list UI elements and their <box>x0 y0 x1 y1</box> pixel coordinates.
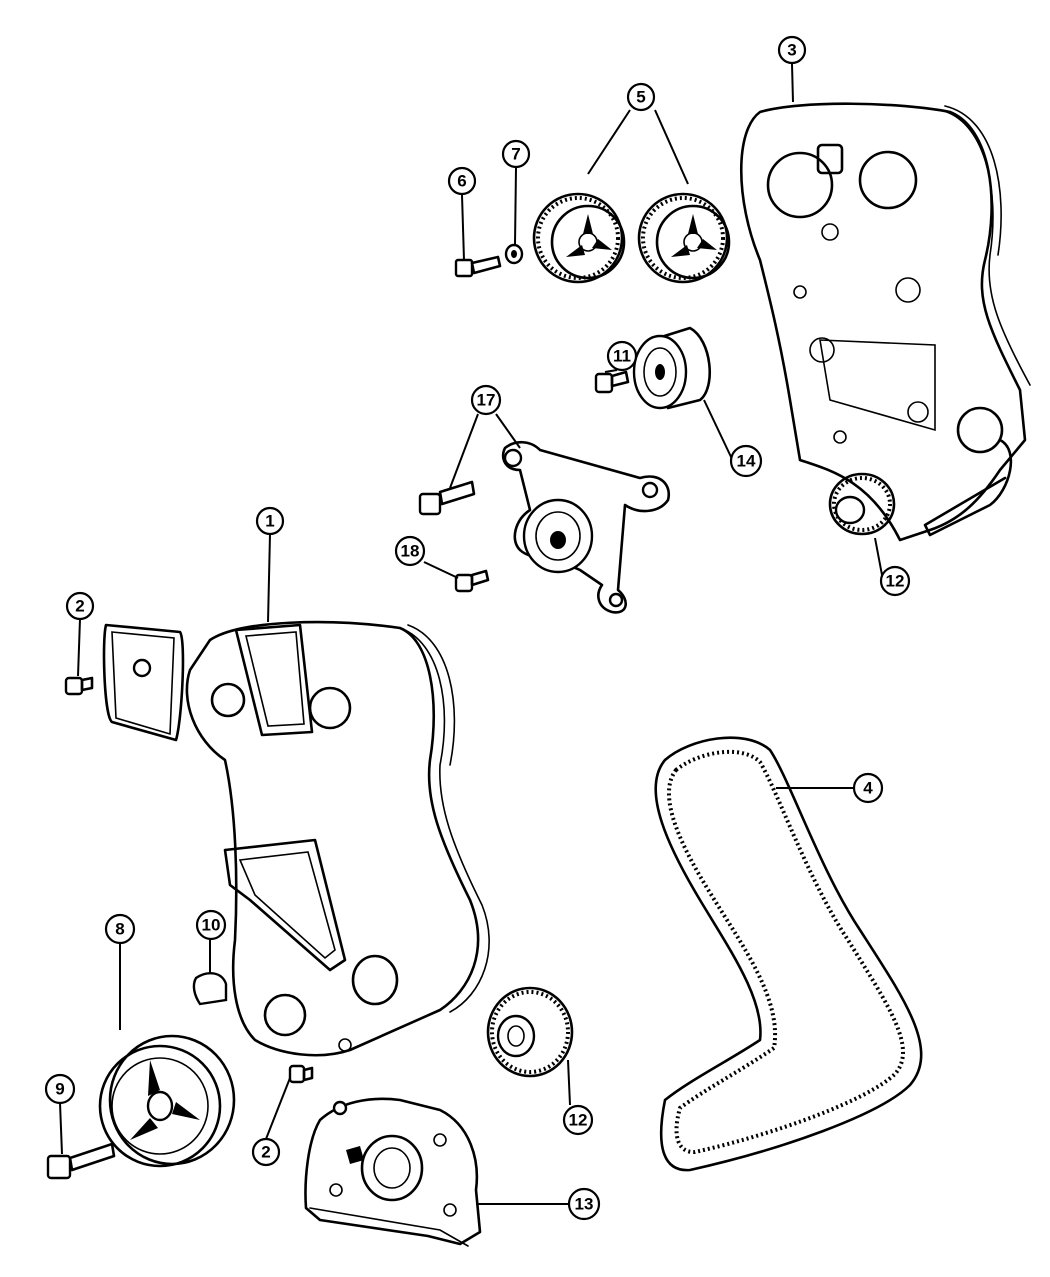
leader-lines <box>59 63 883 1205</box>
svg-text:12: 12 <box>569 1111 588 1130</box>
svg-text:17: 17 <box>477 391 496 410</box>
svg-text:5: 5 <box>636 88 645 107</box>
svg-text:18: 18 <box>401 542 420 561</box>
callout-2-lower: 2 <box>251 1137 281 1167</box>
svg-text:13: 13 <box>575 1195 594 1214</box>
front-timing-cover <box>185 620 490 1057</box>
callout-10: 10 <box>195 909 227 941</box>
camshaft-sprocket-left <box>532 192 626 284</box>
damper-bolt <box>46 1142 116 1180</box>
callout-6: 6 <box>447 166 477 196</box>
callout-13: 13 <box>567 1187 601 1221</box>
callout-7: 7 <box>501 139 531 169</box>
belt-tensioner-assembly <box>501 440 671 614</box>
cover-screw-upper <box>64 676 94 696</box>
svg-text:4: 4 <box>863 779 873 798</box>
callout-2-upper: 2 <box>65 591 95 621</box>
svg-text:7: 7 <box>511 145 520 164</box>
tensioner-pivot-bolt <box>454 569 490 593</box>
camshaft-sprocket-bolt <box>454 255 502 278</box>
svg-text:6: 6 <box>457 172 466 191</box>
svg-text:9: 9 <box>55 1080 64 1099</box>
crankshaft-sprocket-lower <box>486 986 574 1078</box>
callout-5: 5 <box>626 82 656 112</box>
callout-14: 14 <box>729 444 763 478</box>
crankshaft-sprocket-upper <box>828 472 896 536</box>
svg-text:11: 11 <box>613 347 631 366</box>
oil-pump <box>304 1097 482 1247</box>
cover-screw-lower <box>288 1064 314 1084</box>
tensioner-bolt <box>418 480 476 516</box>
crankshaft-damper <box>98 1034 236 1168</box>
woodruff-key <box>192 972 228 1006</box>
callout-1: 1 <box>255 506 285 536</box>
svg-text:8: 8 <box>115 920 124 939</box>
svg-text:12: 12 <box>886 572 905 591</box>
svg-text:1: 1 <box>265 512 274 531</box>
callout-8: 8 <box>104 913 136 945</box>
svg-text:2: 2 <box>261 1143 270 1162</box>
callout-4: 4 <box>852 772 884 804</box>
idler-pulley-bolt <box>594 370 630 394</box>
callout-12-lower: 12 <box>562 1104 594 1136</box>
callout-17: 17 <box>470 384 502 416</box>
svg-text:2: 2 <box>75 597 84 616</box>
svg-text:3: 3 <box>787 41 796 60</box>
callout-18: 18 <box>394 535 426 567</box>
timing-belt <box>654 736 923 1172</box>
callout-12-upper: 12 <box>879 565 911 597</box>
upper-cover-plate <box>102 623 185 742</box>
camshaft-sprocket-right <box>637 192 731 284</box>
rear-timing-cover <box>740 102 1031 542</box>
svg-text:14: 14 <box>737 452 756 471</box>
callout-3: 3 <box>777 35 807 65</box>
svg-text:10: 10 <box>202 916 221 935</box>
callout-9: 9 <box>44 1073 76 1105</box>
camshaft-sprocket-washer <box>504 243 524 265</box>
callout-11: 11 <box>606 340 638 372</box>
idler-pulley <box>632 326 712 410</box>
